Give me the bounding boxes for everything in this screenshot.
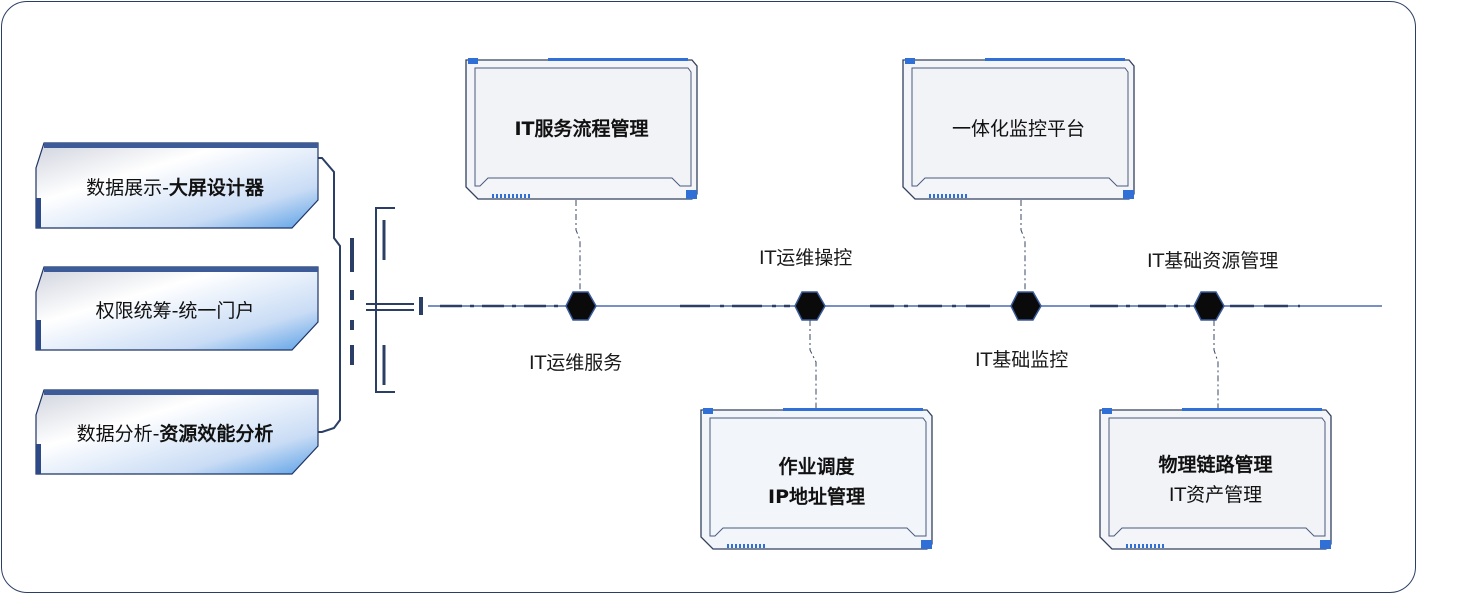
card-frame-bottom-2 <box>1099 408 1332 550</box>
left-item-1-prefix: 数据展示- <box>86 177 169 199</box>
left-item-1: 数据展示-大屏设计器 <box>30 173 320 200</box>
card-frame-top-2 <box>902 58 1135 200</box>
timeline-label-bottom-2: IT基础监控 <box>975 349 1069 371</box>
left-item-shape-1 <box>35 142 319 229</box>
hex-node-4 <box>1193 291 1225 321</box>
left-item-shape-3 <box>35 389 319 475</box>
card-bottom-1-line1: 作业调度 <box>778 456 855 478</box>
card-top-1-title: IT服务流程管理 <box>514 118 649 140</box>
left-item-3: 数据分析-资源效能分析 <box>30 419 320 446</box>
card-frame-top-1 <box>465 58 698 200</box>
left-item-3-bold: 资源效能分析 <box>159 423 274 445</box>
diagram-frame <box>1 1 1416 593</box>
timeline-label-bottom-1: IT运维服务 <box>529 352 623 374</box>
left-bracket <box>318 157 423 433</box>
timeline-label-top-1: IT运维操控 <box>759 247 853 269</box>
hex-node-3 <box>1010 291 1042 321</box>
card-top-2-title: 一体化监控平台 <box>951 118 1085 140</box>
left-item-1-bold: 大屏设计器 <box>168 177 264 199</box>
timeline-label-top-2: IT基础资源管理 <box>1147 250 1279 272</box>
left-item-3-prefix: 数据分析- <box>76 423 160 445</box>
card-frame-bottom-1 <box>700 408 933 550</box>
card-bottom-2-line1: 物理链路管理 <box>1158 454 1273 476</box>
connector-lines <box>575 200 1219 410</box>
left-item-2: 权限统筹-统一门户 <box>30 296 320 323</box>
hex-node-1 <box>565 291 597 321</box>
timeline-nodes <box>565 291 1225 321</box>
card-bottom-1-line2: IP地址管理 <box>768 486 865 508</box>
card-bottom-2: 物理链路管理 IT资产管理 <box>1100 450 1331 510</box>
hex-node-2 <box>794 291 826 321</box>
left-item-2-prefix: 权限统筹-统一门户 <box>95 300 255 322</box>
card-bottom-1: 作业调度 IP地址管理 <box>701 452 932 512</box>
left-item-shape-2 <box>35 266 319 351</box>
card-bottom-2-line2: IT资产管理 <box>1168 484 1263 506</box>
